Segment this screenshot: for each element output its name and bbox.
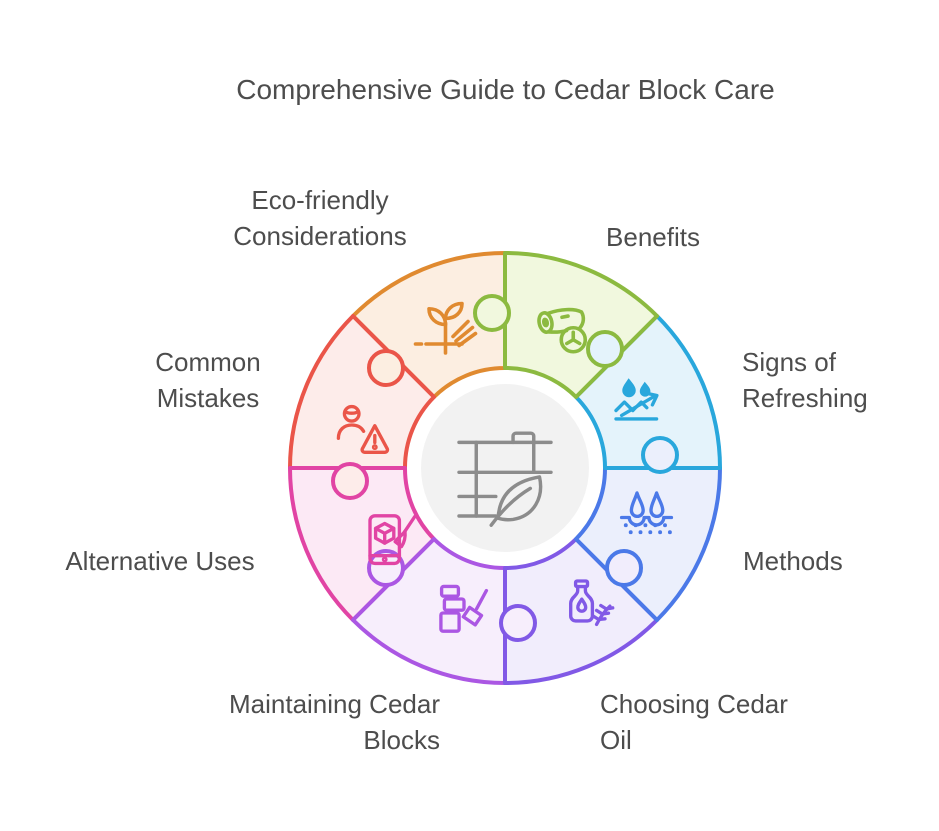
puzzle-connectors (331, 294, 679, 642)
connector-bottom (499, 604, 537, 642)
connector-225 (367, 549, 405, 587)
cedar-closet-leaf-icon (457, 431, 553, 527)
segment-label-choosing-oil: Choosing Cedar Oil (600, 689, 788, 755)
segment-label-eco-friendly: Eco-friendly Considerations (233, 185, 407, 251)
blocks-brush-icon (439, 584, 489, 633)
connector-315 (367, 349, 405, 387)
connector-135 (605, 549, 643, 587)
segment-label-alternative-uses: Alternative Uses (65, 546, 255, 576)
segment-alternative-uses (288, 466, 436, 622)
connector-45 (586, 330, 624, 368)
segment-label-maintaining: Maintaining Cedar Blocks (228, 689, 440, 755)
connector-left (331, 462, 369, 500)
segment-label-signs-refreshing: Signs of Refreshing (742, 347, 868, 413)
water-repel-icon (614, 378, 659, 421)
segment-eco-friendly (351, 251, 507, 399)
oil-bottle-sprig-icon (569, 579, 615, 627)
page-title: Comprehensive Guide to Cedar Block Care (236, 74, 775, 105)
sprout-hand-icon (413, 301, 478, 355)
drops-on-surface-icon (619, 491, 674, 535)
phone-cube-paintbrush-icon (368, 514, 417, 566)
segment-label-benefits: Benefits (606, 222, 700, 252)
person-warning-icon (336, 404, 390, 454)
segment-common-mistakes (288, 314, 436, 470)
segment-label-common-mistakes: Common Mistakes (155, 347, 261, 413)
segment-label-methods: Methods (743, 546, 843, 576)
segment-methods (574, 466, 722, 622)
segment-maintaining (351, 537, 507, 685)
connector-top (473, 294, 511, 332)
connector-right (641, 436, 679, 474)
cedar-log-icon (537, 307, 588, 354)
center-circle (421, 384, 589, 552)
